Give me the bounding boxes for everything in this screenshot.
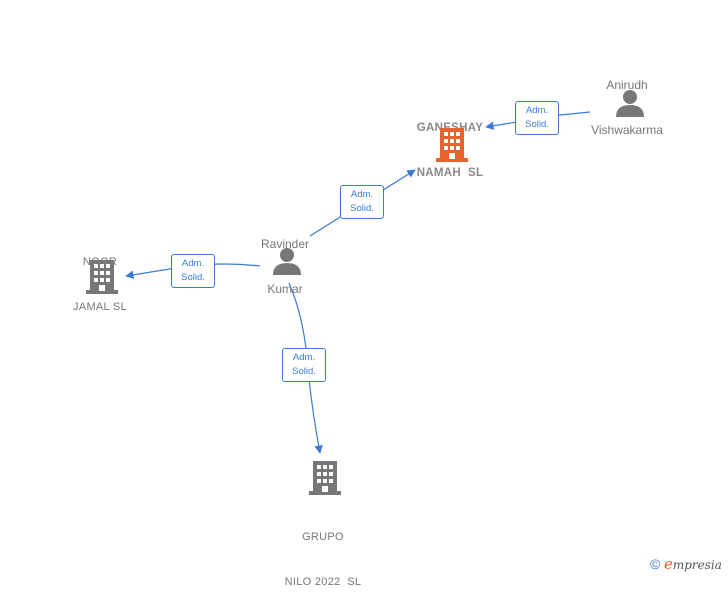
edge-label-line2: Solid.	[350, 203, 374, 214]
node-label-line1: Ravinder	[260, 237, 310, 251]
edge-anirudh-ganeshay	[485, 111, 591, 130]
edge-label-line2: Solid.	[525, 119, 549, 130]
node-label-line2: NAMAH SL	[416, 167, 484, 179]
edge-label-ravinder-grupo[interactable]: Adm. Solid.	[282, 348, 326, 382]
person-icon[interactable]	[615, 88, 645, 118]
node-label-line2: Kumar	[267, 282, 303, 296]
node-label-anirudh[interactable]: Anirudh Vishwakarma	[572, 48, 682, 153]
node-label-line1: Anirudh	[606, 78, 648, 92]
edge-label-ravinder-ganeshay[interactable]: Adm. Solid.	[340, 185, 384, 219]
node-label-ravinder[interactable]: Ravinder Kumar	[230, 207, 340, 312]
edge-label-line1: Adm.	[292, 352, 316, 363]
building-icon[interactable]	[436, 128, 468, 162]
person-icon[interactable]	[272, 246, 302, 276]
edge-label-line1: Adm.	[350, 189, 374, 200]
edge-label-line2: Solid.	[292, 366, 316, 377]
edge-label-anirudh-ganeshay[interactable]: Adm. Solid.	[515, 101, 559, 135]
copyright-symbol: ©	[650, 556, 661, 572]
node-label-line2: JAMAL SL	[73, 301, 127, 313]
edge-label-line2: Solid.	[181, 272, 205, 283]
node-label-line2: Vishwakarma	[591, 123, 663, 137]
empresia-logo[interactable]: © empresia	[650, 555, 722, 573]
node-label-grupo[interactable]: GRUPO NILO 2022 SL	[268, 500, 378, 605]
edge-label-line1: Adm.	[181, 258, 205, 269]
node-label-line2: NILO 2022 SL	[284, 576, 362, 588]
brand-initial: e	[663, 555, 673, 573]
building-icon[interactable]	[309, 461, 341, 495]
brand-name: mpresia	[672, 558, 722, 572]
node-label-line1: GRUPO	[302, 531, 344, 543]
building-icon[interactable]	[86, 260, 118, 294]
edge-label-line1: Adm.	[525, 105, 549, 116]
edge-label-ravinder-noor[interactable]: Adm. Solid.	[171, 254, 215, 288]
